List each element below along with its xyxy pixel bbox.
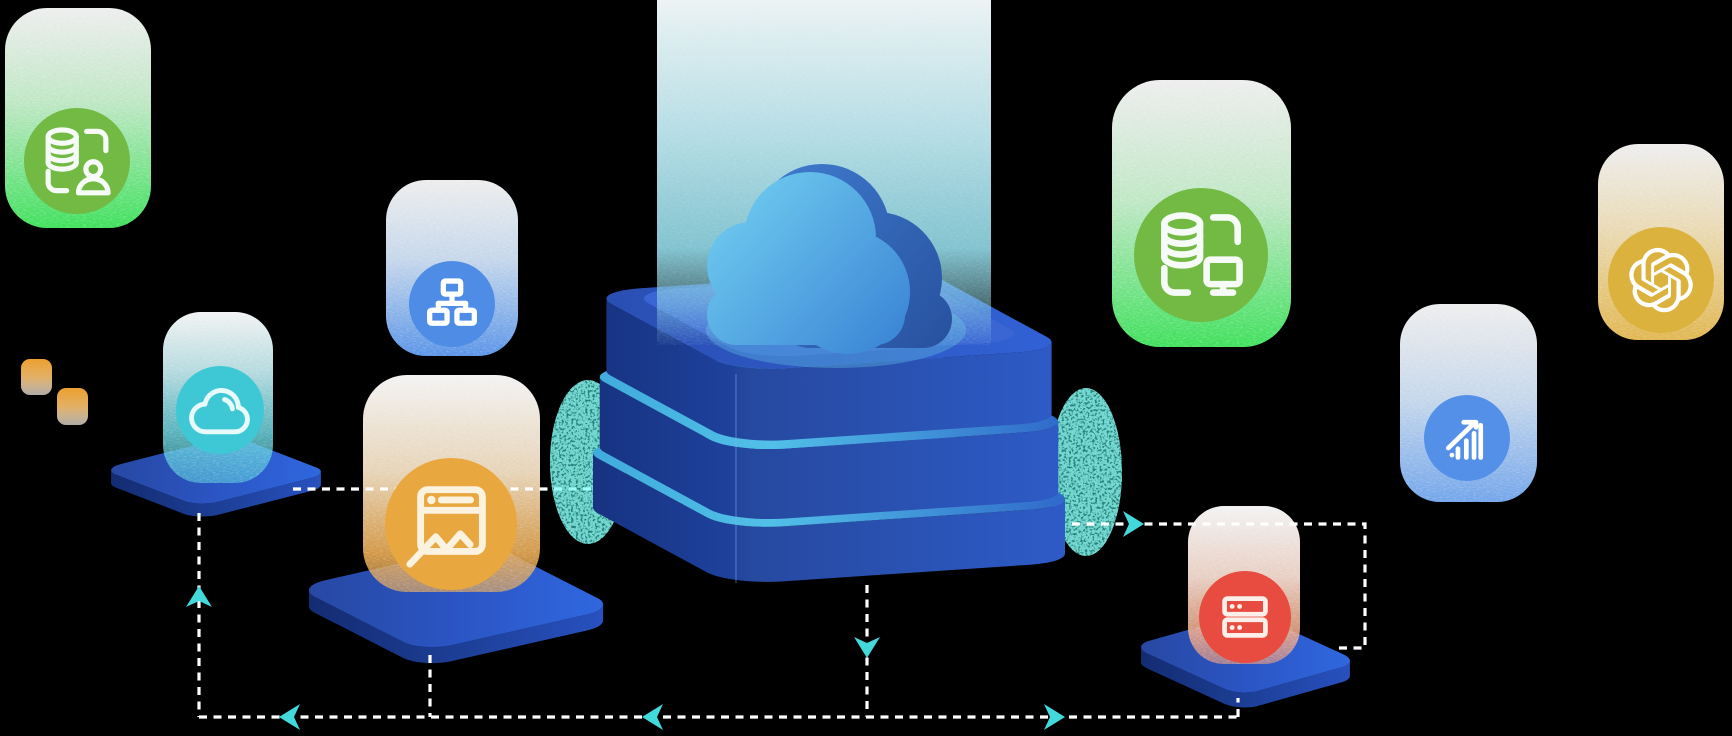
badge-openai xyxy=(1608,227,1714,333)
badge-circle xyxy=(1608,227,1714,333)
badge-database-network xyxy=(1134,188,1268,322)
badge-server xyxy=(1199,571,1291,663)
badge-circle xyxy=(1424,395,1510,481)
platform-side xyxy=(1141,646,1350,708)
badge-circle xyxy=(176,366,264,454)
line-stack-to-server xyxy=(1072,522,1367,650)
flow-arrows xyxy=(186,511,1144,730)
arrow-up xyxy=(186,586,212,607)
arrow-left-1 xyxy=(279,704,300,730)
badge-circle xyxy=(1199,571,1291,663)
platform-stack xyxy=(593,0,1065,583)
stack-layer-side xyxy=(599,377,1059,519)
glow-right xyxy=(1050,388,1122,556)
stack-layer-side xyxy=(606,298,1052,441)
cube-decoration-2 xyxy=(57,388,88,425)
arrow-down xyxy=(854,637,880,658)
arrow-left-2 xyxy=(642,704,663,730)
platform-side xyxy=(308,591,604,664)
stack-layer-side xyxy=(593,453,1065,582)
cloud-3d xyxy=(707,164,952,354)
badge-cloud-service xyxy=(176,366,264,454)
badge-database-users xyxy=(24,108,130,214)
arrow-right-2 xyxy=(1044,704,1065,730)
arrow-right-1 xyxy=(1123,511,1144,537)
badge-circle xyxy=(385,458,517,590)
connector-line-right xyxy=(1072,522,1367,650)
badge-growth-chart xyxy=(1424,395,1510,481)
badge-web-analytics xyxy=(385,458,517,590)
cube-decoration-1 xyxy=(21,359,52,395)
platform-side xyxy=(111,470,321,517)
badge-hierarchy xyxy=(409,261,495,347)
